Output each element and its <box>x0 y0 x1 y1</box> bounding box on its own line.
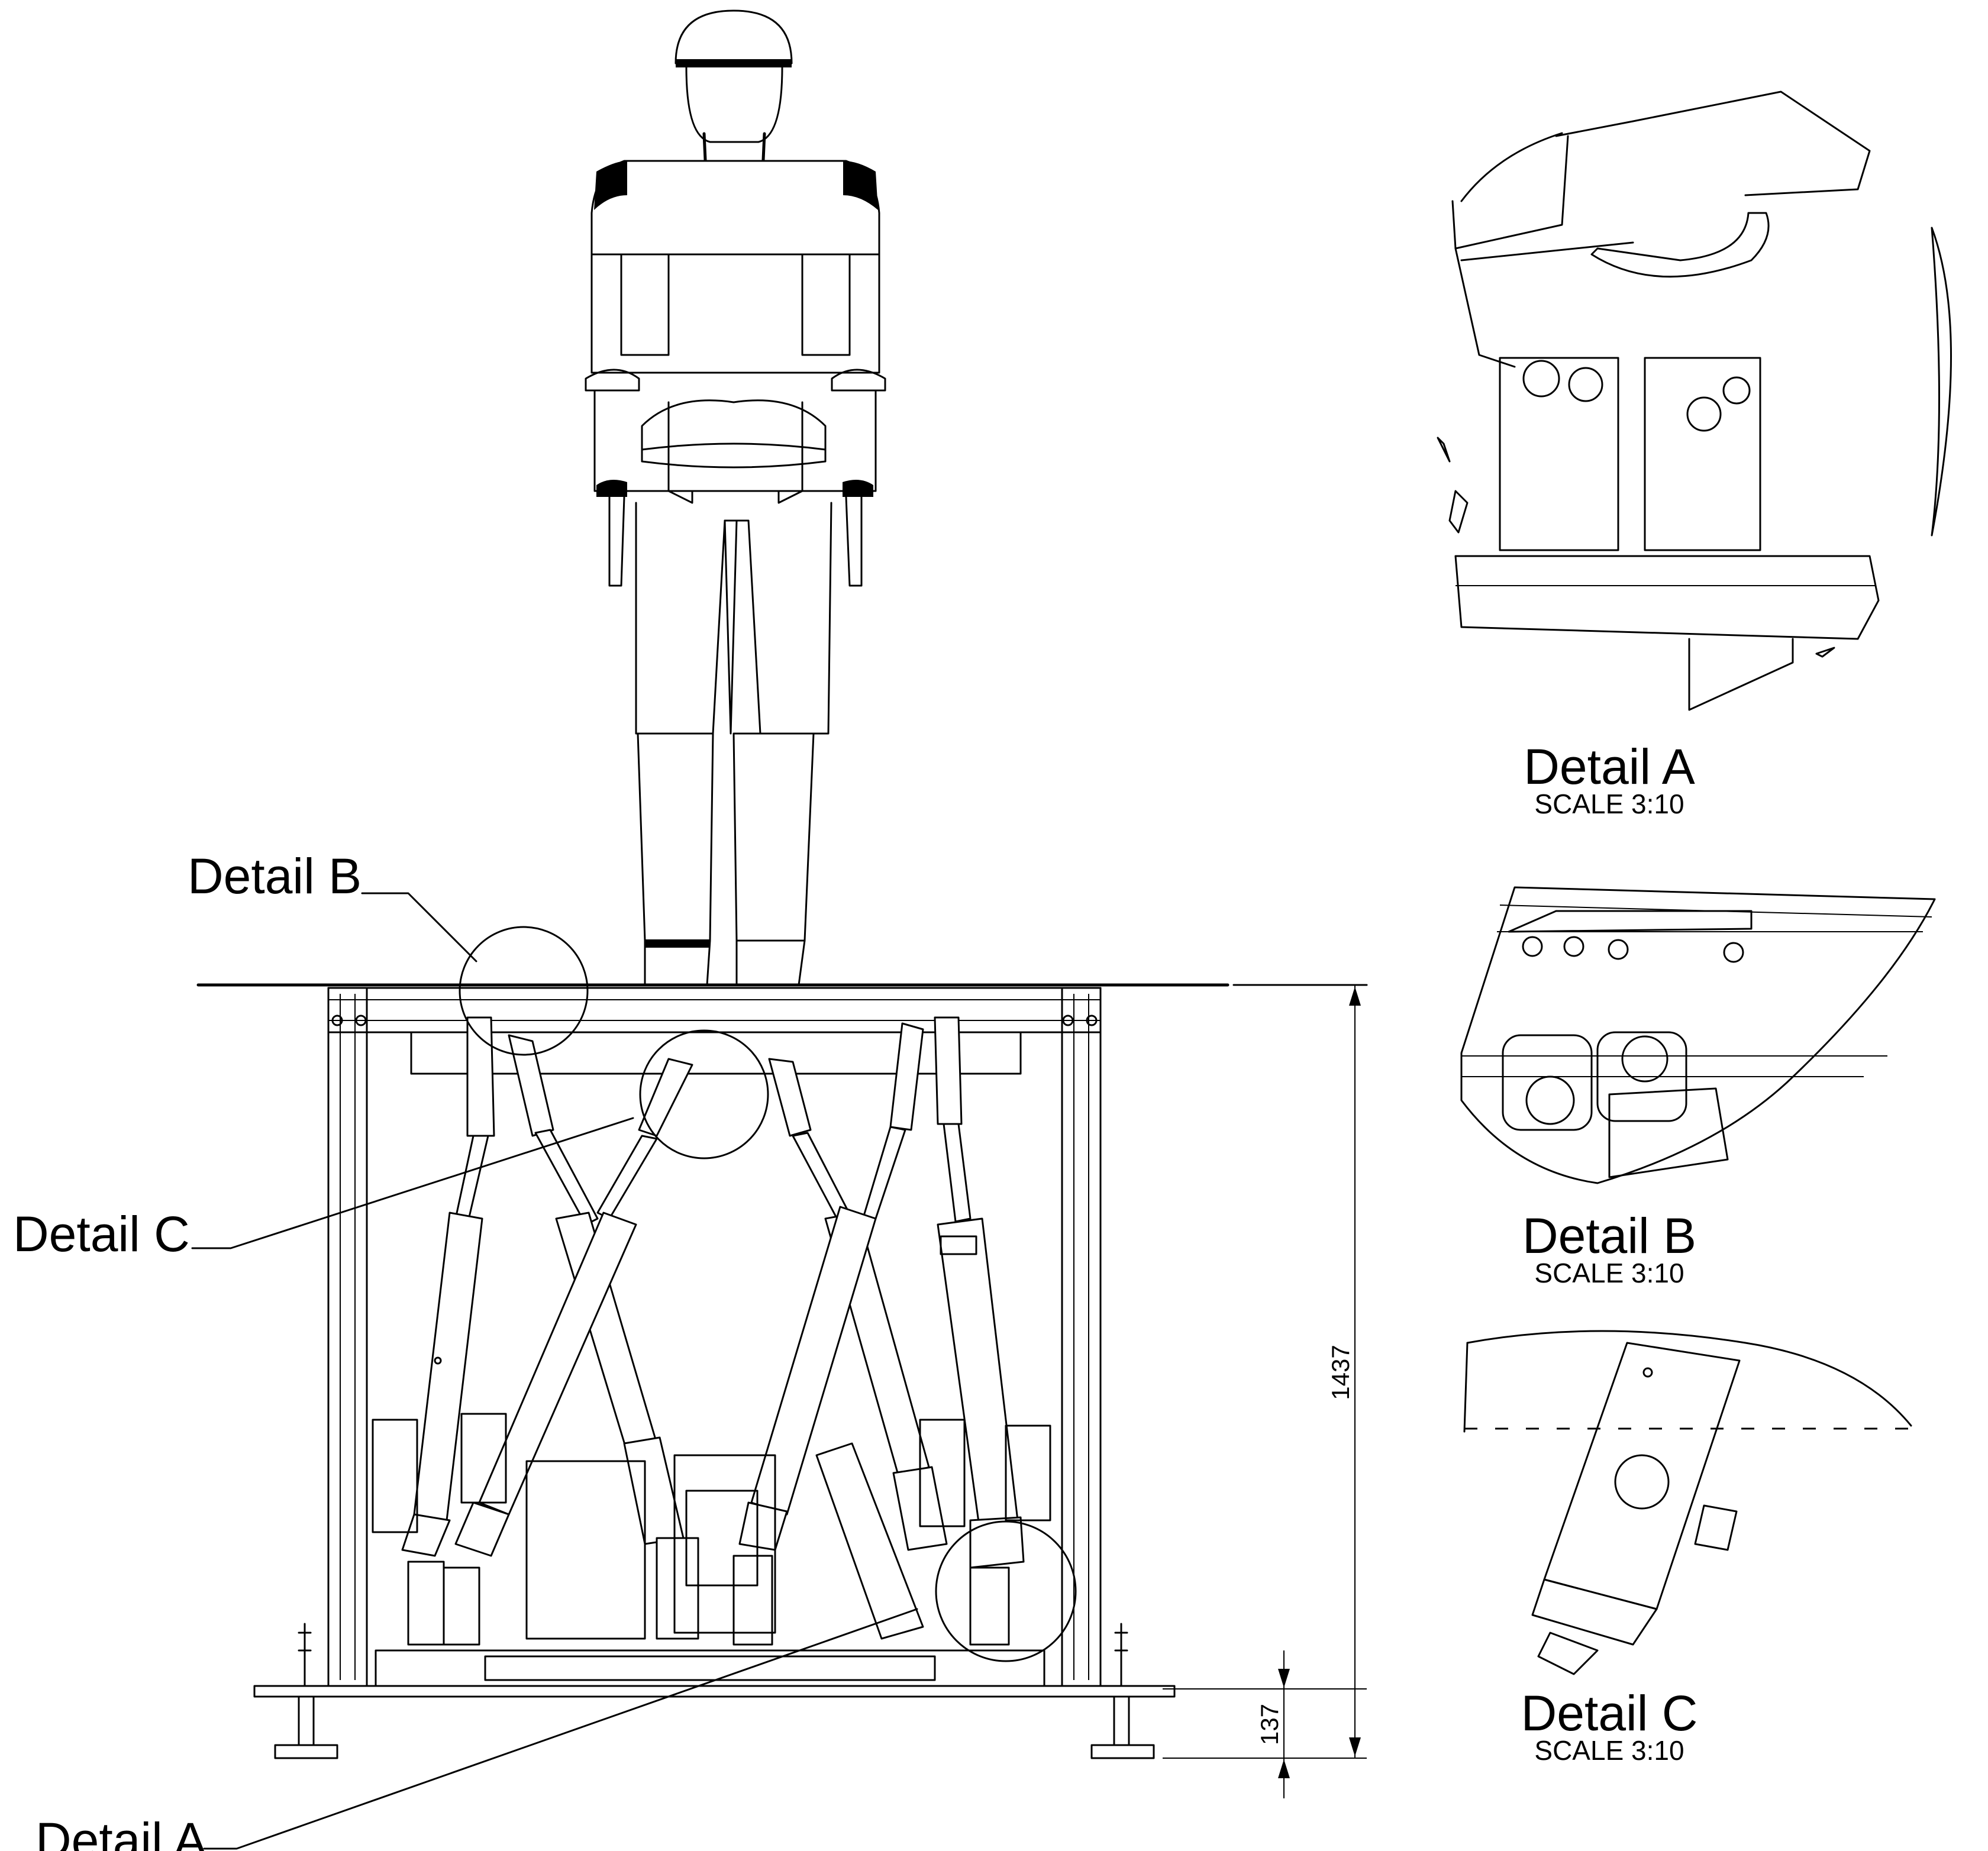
detail-b-scale: SCALE 3:10 <box>1534 1258 1684 1288</box>
actuator-left-inner <box>508 1034 699 1640</box>
platform-frame <box>196 983 1368 1759</box>
detail-c-view <box>1463 1330 1912 1675</box>
callout-detail-a: Detail A <box>36 1813 207 1851</box>
callout-detail-c: Detail C <box>13 1206 190 1262</box>
detail-c-title: Detail C <box>1521 1685 1698 1741</box>
detail-b-title: Detail B <box>1522 1208 1696 1264</box>
leader-lines <box>191 892 918 1850</box>
detail-b-view <box>1460 886 1936 1184</box>
detail-a-scale: SCALE 3:10 <box>1534 789 1684 819</box>
human-figure <box>585 9 886 986</box>
actuator-right-outer <box>934 1016 1025 1646</box>
dimension-1437: 1437 <box>1327 1345 1354 1400</box>
detail-a-title: Detail A <box>1524 739 1695 794</box>
callout-labels: Detail B Detail C Detail A <box>13 848 362 1851</box>
callout-detail-b: Detail B <box>188 848 362 904</box>
detail-titles: Detail A SCALE 3:10 Detail B SCALE 3:10 … <box>1521 739 1698 1766</box>
dimensions <box>1163 985 1367 1798</box>
actuator-left-outer <box>401 1016 495 1646</box>
detail-a-view <box>1437 91 1952 711</box>
actuator-center-left <box>443 1058 693 1646</box>
detail-circles <box>459 926 1077 1662</box>
motors <box>372 1413 1051 1640</box>
dimension-labels: 1437 137 <box>1256 1345 1354 1745</box>
detail-c-scale: SCALE 3:10 <box>1534 1735 1684 1766</box>
dimension-137: 137 <box>1256 1704 1283 1745</box>
actuator-right-inner <box>732 1022 924 1646</box>
